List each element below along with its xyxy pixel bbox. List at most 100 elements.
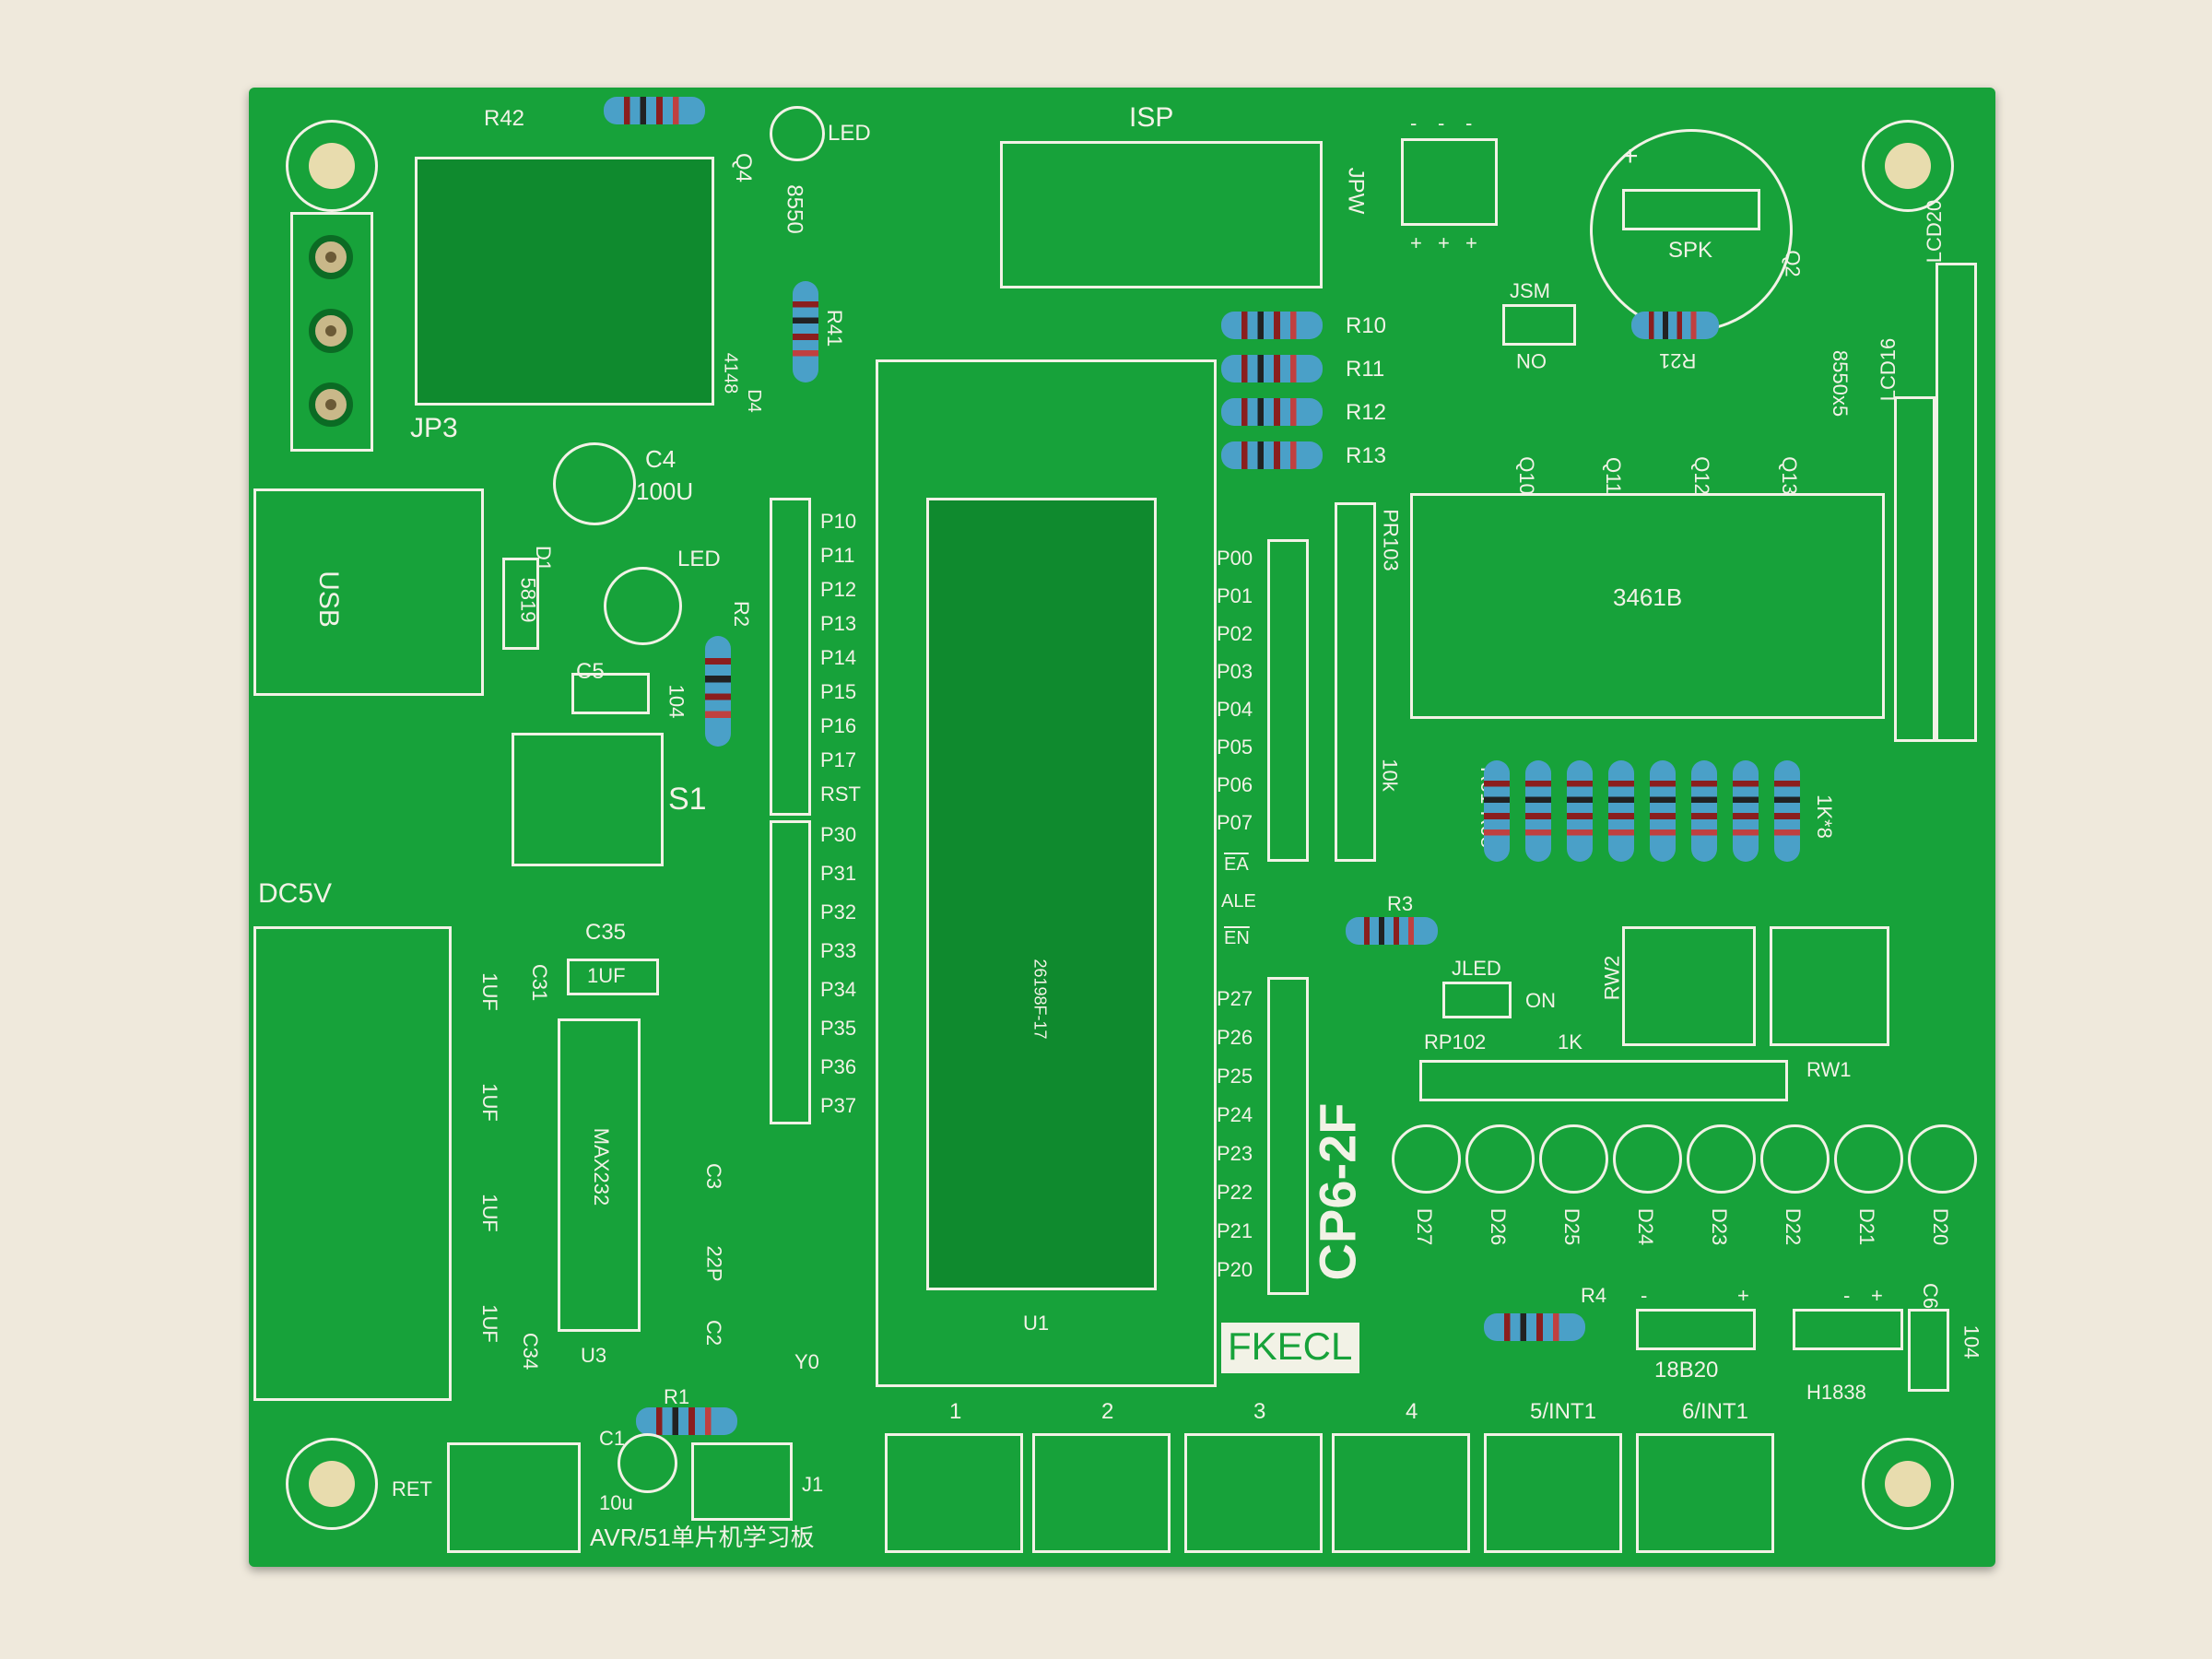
- rw1-outline: [1770, 926, 1889, 1046]
- jp3-pin: [309, 309, 353, 353]
- resistor-r13: [1221, 441, 1323, 469]
- button-3-label: 3: [1253, 1399, 1266, 1424]
- led-d20: [1908, 1124, 1977, 1194]
- led-d21: [1834, 1124, 1903, 1194]
- u3-label: U3: [581, 1344, 607, 1367]
- q13-label: Q13: [1777, 456, 1801, 495]
- c4-outline: [553, 442, 636, 525]
- resistor-r11: [1221, 355, 1323, 382]
- c6-label: C6: [1919, 1282, 1943, 1310]
- c5-label: C5: [576, 659, 605, 684]
- p07-label: P07: [1217, 811, 1253, 834]
- resistor-r04: [1608, 760, 1634, 862]
- c4-label: C4: [645, 445, 677, 473]
- mcu-socket-marking: 26198F-17: [1030, 959, 1050, 1040]
- p34-label: P34: [820, 978, 857, 1001]
- d25-label: D25: [1560, 1207, 1584, 1246]
- p12-label: P12: [820, 578, 857, 601]
- button-4-outline: [1332, 1433, 1470, 1553]
- r11-label: R11: [1346, 357, 1385, 382]
- rp102-label: RP102: [1424, 1030, 1487, 1053]
- button-5-label: 5/INT1: [1530, 1399, 1597, 1424]
- q10-label: Q10: [1514, 456, 1538, 495]
- p30-label: P30: [820, 823, 857, 846]
- q2-label: Q2: [1781, 250, 1805, 277]
- speaker-header: [1622, 189, 1760, 230]
- mcu-socket: [926, 498, 1157, 1290]
- p36-label: P36: [820, 1055, 857, 1078]
- pr103-value: 10k: [1378, 759, 1402, 792]
- pr103-label: PR103: [1379, 509, 1403, 571]
- ea-label: EA: [1224, 854, 1249, 875]
- rp102-header: [1419, 1060, 1788, 1101]
- led-d27: [1392, 1124, 1461, 1194]
- s1-label: S1: [668, 782, 707, 817]
- jpw-label: JPW: [1343, 167, 1369, 215]
- cap-value-2: 1UF: [477, 1083, 501, 1122]
- u1-label: U1: [1023, 1312, 1050, 1335]
- d4-label: D4: [743, 389, 764, 413]
- led-d25: [1539, 1124, 1608, 1194]
- d21-label: D21: [1855, 1207, 1879, 1246]
- p17-label: P17: [820, 748, 857, 771]
- p20-label: P20: [1217, 1258, 1253, 1281]
- p26-label: P26: [1217, 1026, 1253, 1049]
- jsm-on-label: ON: [1516, 349, 1547, 372]
- p25-label: P25: [1217, 1065, 1253, 1088]
- ir-header: [1793, 1309, 1903, 1350]
- r41-label: R41: [823, 309, 847, 347]
- p31-label: P31: [820, 862, 857, 885]
- resistor-r10: [1221, 312, 1323, 339]
- resistor-r41: [793, 281, 818, 382]
- lcd16-label: LCD16: [1877, 337, 1900, 402]
- resistor-r03: [1567, 760, 1593, 862]
- jp3-connector: [290, 212, 373, 452]
- pr103-header: [1335, 502, 1376, 862]
- r4-label: R4: [1581, 1284, 1607, 1307]
- led-top-outline: [770, 106, 825, 161]
- q4-label: Q4: [731, 152, 757, 183]
- ds18b20-label: 18B20: [1654, 1358, 1719, 1382]
- ds18b20-minus: -: [1641, 1284, 1648, 1307]
- rst-label: RST: [820, 782, 861, 806]
- j1-outline: [691, 1442, 793, 1521]
- jp3-pin: [309, 235, 353, 279]
- p06-label: P06: [1217, 773, 1253, 796]
- port0-header: [1267, 539, 1309, 862]
- button-2-outline: [1032, 1433, 1171, 1553]
- port2-header: [1267, 977, 1309, 1295]
- resistor-r3: [1346, 917, 1438, 945]
- jpw-minus-3: -: [1465, 112, 1473, 135]
- cap-22p-label: 22P: [702, 1245, 726, 1282]
- button-1-label: 1: [949, 1399, 962, 1424]
- jsm-header: [1502, 304, 1576, 346]
- u1-footprint: [876, 359, 1217, 1387]
- q2-part-label: 8550x5: [1829, 349, 1853, 418]
- rw1-label: RW1: [1806, 1058, 1852, 1081]
- d26-label: D26: [1487, 1207, 1511, 1246]
- ale-label: ALE: [1221, 891, 1256, 912]
- c1-value: 10u: [599, 1491, 633, 1514]
- usb-label: USB: [312, 571, 344, 628]
- ir-plus: +: [1871, 1284, 1883, 1307]
- p37-label: P37: [820, 1094, 857, 1117]
- r1-label: R1: [664, 1385, 690, 1408]
- max232-outline: [558, 1018, 641, 1332]
- ds18b20-header: [1636, 1309, 1756, 1350]
- max232-label: MAX232: [590, 1127, 614, 1206]
- en-label: EN: [1224, 928, 1250, 948]
- ir-label: H1838: [1806, 1381, 1866, 1404]
- p10-label: P10: [820, 510, 857, 533]
- button-6-label: 6/INT1: [1682, 1399, 1749, 1424]
- c35-value: 1UF: [587, 964, 626, 987]
- lcd20-header: [1936, 263, 1977, 742]
- jpw-minus-2: -: [1438, 112, 1445, 135]
- c4-value: 100U: [636, 477, 694, 505]
- p33-label: P33: [820, 939, 857, 962]
- jsm-label: JSM: [1510, 279, 1550, 302]
- relay-outline: [415, 157, 714, 406]
- port1-header: [770, 498, 811, 816]
- p32-label: P32: [820, 900, 857, 924]
- button-4-label: 4: [1406, 1399, 1418, 1424]
- resistor-r21: [1631, 312, 1719, 339]
